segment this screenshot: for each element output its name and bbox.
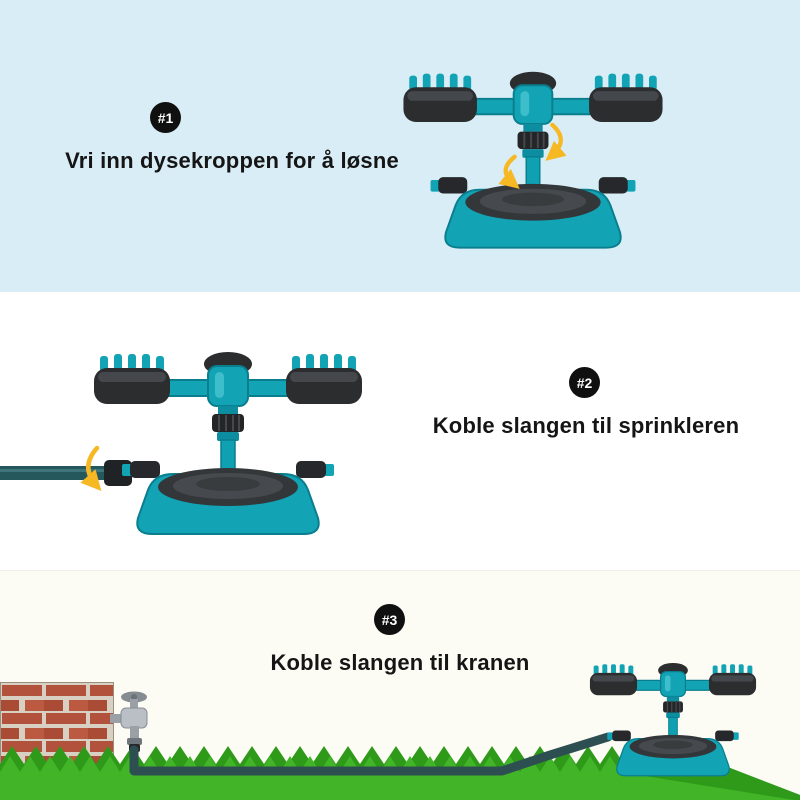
sprinkler — [93, 351, 363, 535]
garden-hose — [129, 732, 613, 776]
step-3-title: Koble slangen til kranen — [270, 650, 530, 675]
step-1-badge: #1 — [150, 102, 181, 133]
sprinkler-illustration-step1 — [402, 70, 664, 249]
garden-hose — [0, 466, 118, 480]
step-1-section: #1 Vri inn dysekroppen for å løsne — [0, 0, 800, 292]
step3-scene — [0, 662, 800, 800]
rotation-arrow-icon — [80, 445, 102, 492]
rotation-arrow-icon — [498, 122, 567, 189]
step-2-section: #2 Koble slangen til sprinkleren — [0, 292, 800, 570]
step-2-title: Koble slangen til sprinkleren — [432, 413, 740, 438]
faucet-icon — [110, 691, 148, 752]
step-3-section: #3 Koble slangen til kranen — [0, 570, 800, 800]
step-2-badge: #2 — [569, 367, 600, 398]
step-3-badge: #3 — [374, 604, 405, 635]
sprinkler-illustration-step2 — [0, 351, 363, 535]
step-1-title: Vri inn dysekroppen for å løsne — [65, 148, 399, 173]
